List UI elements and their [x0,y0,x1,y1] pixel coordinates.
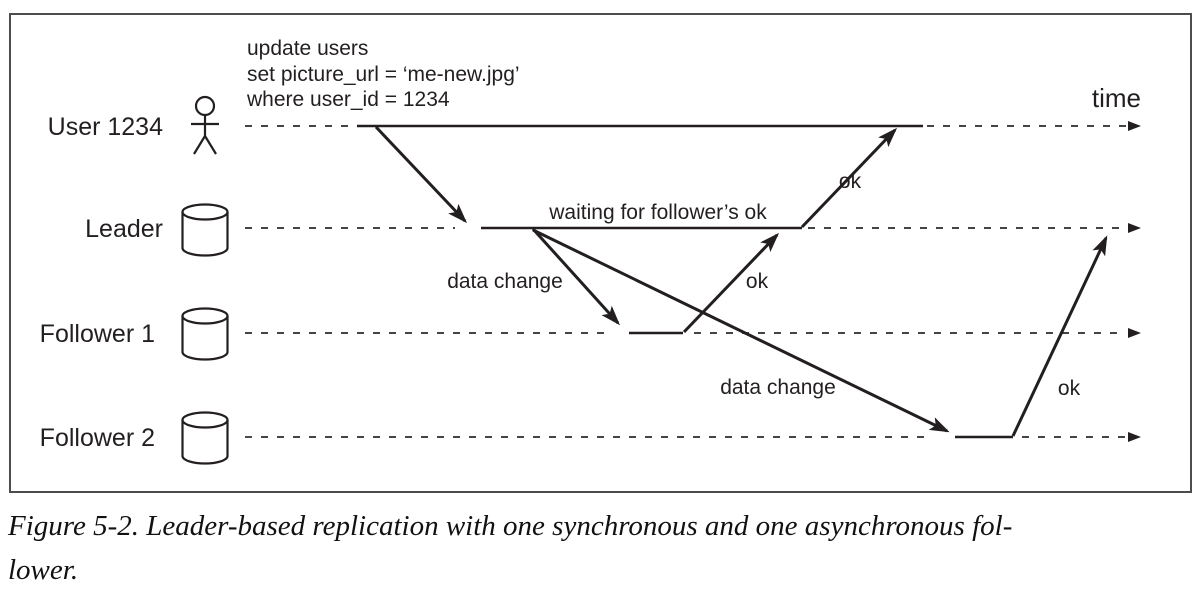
arrow-follower1-to-leader-ok [682,232,780,334]
figure-caption-line2: lower. [8,554,79,586]
figure-caption: Figure 5-2. Leader-based replication wit… [8,504,1194,592]
follower1-timeline-arrowhead [1128,328,1141,338]
person-icon [191,95,219,155]
follower1-timeline [245,328,1141,338]
leader-timeline-arrowhead [1128,223,1141,233]
query-text: update users set picture_url = ‘me-new.j… [246,37,520,111]
query-line-1: update users [247,37,368,60]
follower2-timeline-arrowhead [1128,432,1141,442]
ok-label-follower1: ok [746,270,769,293]
data-change-label-follower1: data change [447,270,563,293]
follower2-timeline [245,432,1141,442]
leader-timeline [245,223,1141,233]
time-axis-label: time [1092,83,1141,113]
arrow-leader-to-follower1-data-change [531,227,621,326]
follower1-database-icon [181,307,229,361]
arrow-follower2-to-leader-ok [1011,235,1108,437]
figure-caption-line1: Figure 5-2. Leader-based replication wit… [8,510,1013,542]
user-timeline-arrowhead [1128,121,1141,131]
query-line-3: where user_id = 1234 [246,88,450,111]
arrow-user-to-leader [374,125,468,224]
replication-diagram: User 1234 Leader Follower 1 Follower 2 u… [9,13,1192,493]
ok-label-follower2: ok [1058,377,1081,400]
arrow-leader-to-follower2-data-change [532,228,950,433]
arrow-leader-to-user-ok [800,127,898,229]
leader-database-icon [181,203,229,257]
row-label-user: User 1234 [48,113,163,141]
row-label-leader: Leader [85,215,163,243]
waiting-for-followers-ok-label: waiting for follower’s ok [548,201,767,224]
query-line-2: set picture_url = ‘me-new.jpg’ [247,63,520,86]
row-label-follower2: Follower 2 [40,424,155,452]
user-timeline [245,121,1141,131]
ok-label-user: ok [839,170,862,193]
row-label-follower1: Follower 1 [40,320,155,348]
data-change-label-follower2: data change [720,376,836,399]
follower2-database-icon [181,411,229,465]
